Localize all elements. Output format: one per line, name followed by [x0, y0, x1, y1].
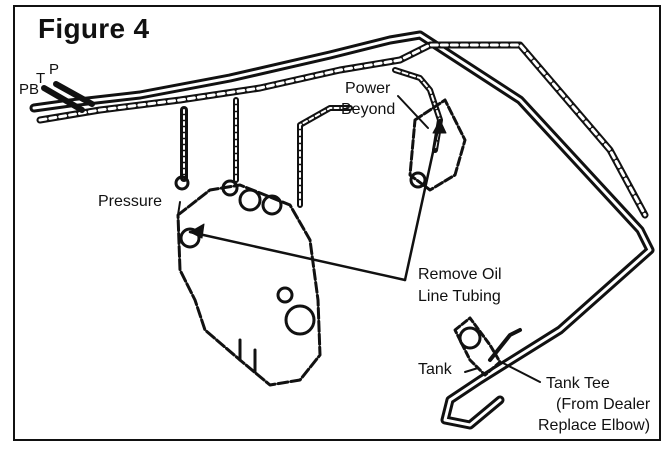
- arrowhead-remove: [189, 223, 205, 239]
- label-pressure: Pressure: [98, 193, 163, 210]
- label-remove-2: Line Tubing: [418, 288, 501, 305]
- figure-frame: [13, 5, 661, 441]
- label-power-beyond-2: Beyond: [341, 101, 396, 118]
- tank-fitting: [453, 316, 502, 377]
- pointer-tank: [464, 367, 479, 373]
- valve-line-b: [297, 105, 353, 208]
- port-label-t: T: [36, 70, 46, 87]
- pointer-remove-1: [188, 230, 407, 282]
- label-power-beyond-1: Power: [345, 80, 391, 97]
- port-label-pb: PB: [19, 81, 40, 98]
- label-tank-tee-1: Tank Tee: [546, 375, 610, 392]
- pointer-remove-2: [403, 118, 442, 282]
- power-beyond-fitting: [408, 98, 467, 192]
- pointer-pressure: [177, 201, 181, 216]
- arrowhead-power: [432, 119, 447, 134]
- valve-block: [176, 183, 322, 387]
- label-tank-tee-2: (From Dealer: [556, 396, 651, 413]
- label-tank: Tank: [418, 361, 452, 378]
- label-tank-tee-3: Replace Elbow): [538, 417, 651, 434]
- label-remove-1: Remove Oil: [418, 266, 502, 283]
- main-tube-inner: [32, 33, 652, 427]
- pointer-power-beyond: [397, 95, 429, 129]
- port-label-p: P: [49, 61, 60, 78]
- figure-title: Figure 4: [38, 13, 150, 44]
- power-beyond-line: [392, 67, 443, 153]
- pointer-tank-tee: [502, 362, 541, 383]
- port-tubes: [41, 81, 95, 113]
